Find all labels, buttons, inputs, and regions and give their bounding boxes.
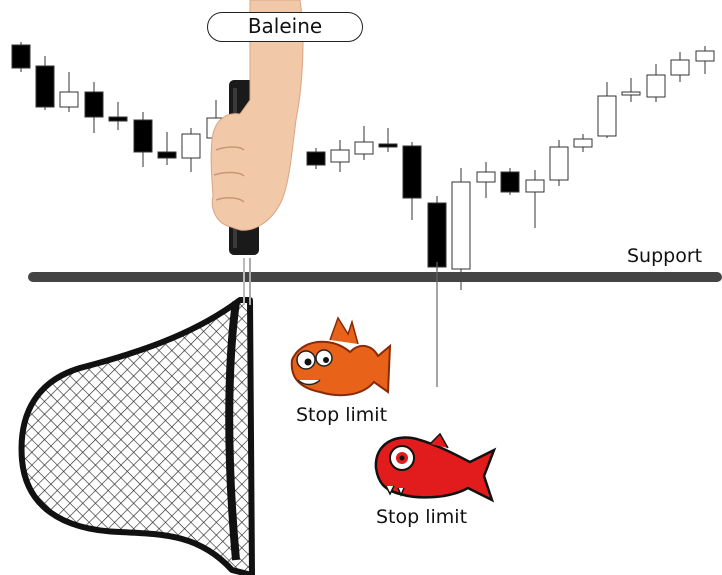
bullish-candle: [355, 142, 373, 154]
bearish-candle: [85, 92, 103, 117]
bullish-candle: [696, 51, 714, 61]
bearish-candle: [158, 152, 176, 158]
bearish-candle: [307, 152, 325, 165]
bearish-candle: [109, 117, 127, 121]
orange-fish-icon: [292, 318, 390, 395]
bullish-candle: [574, 139, 592, 147]
stop-limit-label-1: Stop limit: [296, 404, 387, 426]
support-label: Support: [627, 245, 702, 267]
bullish-candle: [331, 150, 349, 162]
bullish-candle: [671, 60, 689, 75]
whale-label: Baleine: [207, 12, 363, 42]
bullish-candle: [550, 147, 568, 180]
support-line: [28, 272, 722, 282]
red-fish-icon: [376, 434, 494, 500]
bearish-candle: [428, 203, 446, 267]
bearish-candle: [501, 172, 519, 192]
bearish-candle: [134, 120, 152, 152]
bullish-candle: [452, 182, 470, 269]
bullish-candle: [526, 180, 544, 192]
bearish-candle: [12, 45, 30, 68]
candlestick-chart: [12, 42, 714, 290]
bullish-candle: [598, 96, 616, 136]
bearish-candle: [36, 66, 54, 107]
bearish-candle: [403, 146, 421, 198]
bullish-candle: [622, 92, 640, 95]
bullish-candle: [647, 75, 665, 97]
bullish-candle: [477, 172, 495, 182]
stop-limit-label-2: Stop limit: [376, 506, 467, 528]
bullish-candle: [182, 134, 200, 158]
fishing-net-icon: [22, 258, 252, 575]
bullish-candle: [60, 92, 78, 107]
bearish-candle: [379, 144, 397, 147]
